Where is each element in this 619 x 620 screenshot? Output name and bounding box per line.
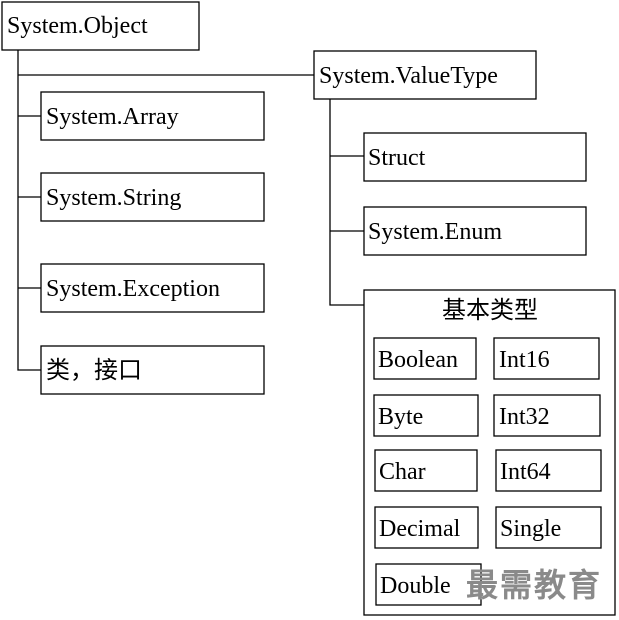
type-char-label: Char xyxy=(379,459,426,485)
node-system-exception-label: System.Exception xyxy=(46,276,220,302)
type-single-label: Single xyxy=(500,516,561,542)
node-class-interface: 类，接口 xyxy=(40,345,265,395)
node-system-exception: System.Exception xyxy=(40,263,265,313)
node-system-array: System.Array xyxy=(40,91,265,141)
node-system-array-label: System.Array xyxy=(46,104,179,130)
type-int32-label: Int32 xyxy=(499,404,550,430)
type-decimal: Decimal xyxy=(374,506,479,549)
type-byte: Byte xyxy=(373,394,479,437)
node-struct-label: Struct xyxy=(368,145,426,171)
node-system-enum-label: System.Enum xyxy=(368,219,502,245)
type-boolean-label: Boolean xyxy=(378,347,458,373)
type-int16: Int16 xyxy=(493,337,600,380)
type-int16-label: Int16 xyxy=(499,347,550,373)
type-boolean: Boolean xyxy=(373,337,477,380)
node-struct: Struct xyxy=(363,132,587,182)
watermark-logo: 最需教育 xyxy=(466,566,603,604)
type-decimal-label: Decimal xyxy=(379,516,461,542)
node-primitive-types-group: 基本类型 Boolean Int16 Byte Int32 Char Int64 xyxy=(363,289,616,616)
type-single: Single xyxy=(495,506,602,549)
node-system-string: System.String xyxy=(40,172,265,222)
type-int64-label: Int64 xyxy=(500,459,551,485)
node-system-valuetype: System.ValueType xyxy=(313,50,537,100)
node-class-interface-label: 类，接口 xyxy=(46,357,142,384)
node-system-enum: System.Enum xyxy=(363,206,587,256)
type-double-label: Double xyxy=(380,573,451,599)
node-system-object: System.Object xyxy=(1,1,200,51)
type-double: Double xyxy=(375,563,482,606)
type-byte-label: Byte xyxy=(378,404,423,430)
connector-lines xyxy=(17,50,364,371)
primitive-group-title: 基本类型 xyxy=(442,297,538,324)
node-system-string-label: System.String xyxy=(46,185,181,211)
node-system-valuetype-label: System.ValueType xyxy=(319,63,498,89)
type-int32: Int32 xyxy=(493,394,601,437)
node-system-object-label: System.Object xyxy=(7,13,148,39)
type-int64: Int64 xyxy=(495,449,602,492)
type-char: Char xyxy=(374,449,478,492)
